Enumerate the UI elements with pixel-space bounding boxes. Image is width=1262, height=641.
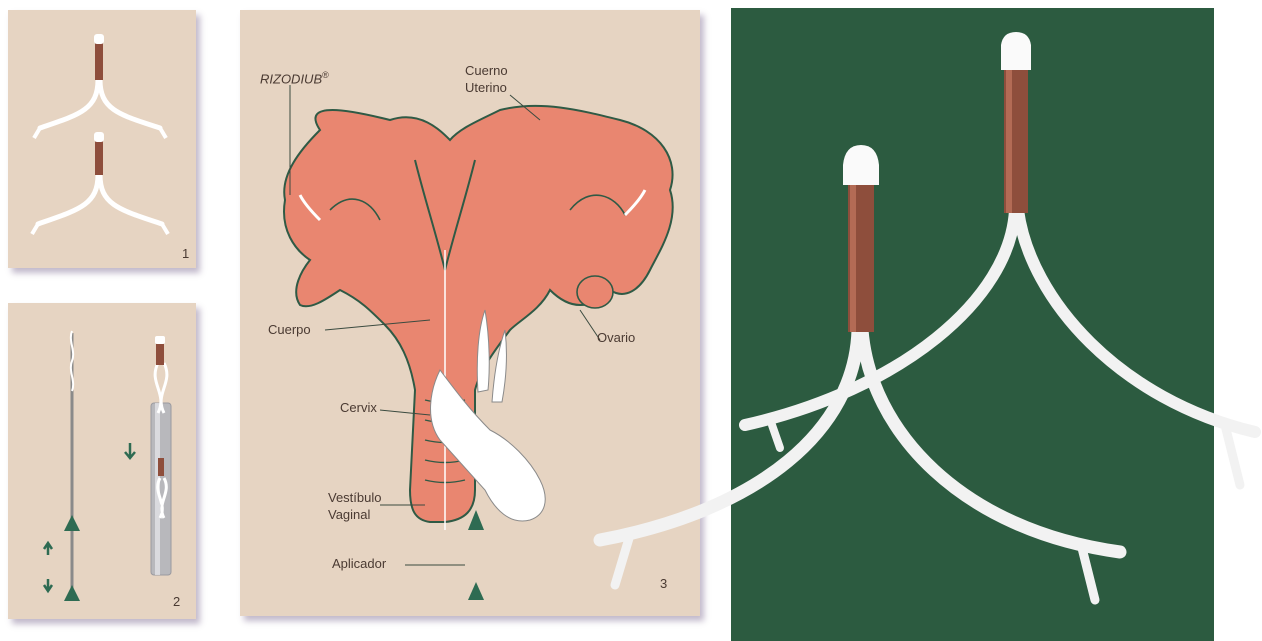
large-device-front [600,145,1120,600]
